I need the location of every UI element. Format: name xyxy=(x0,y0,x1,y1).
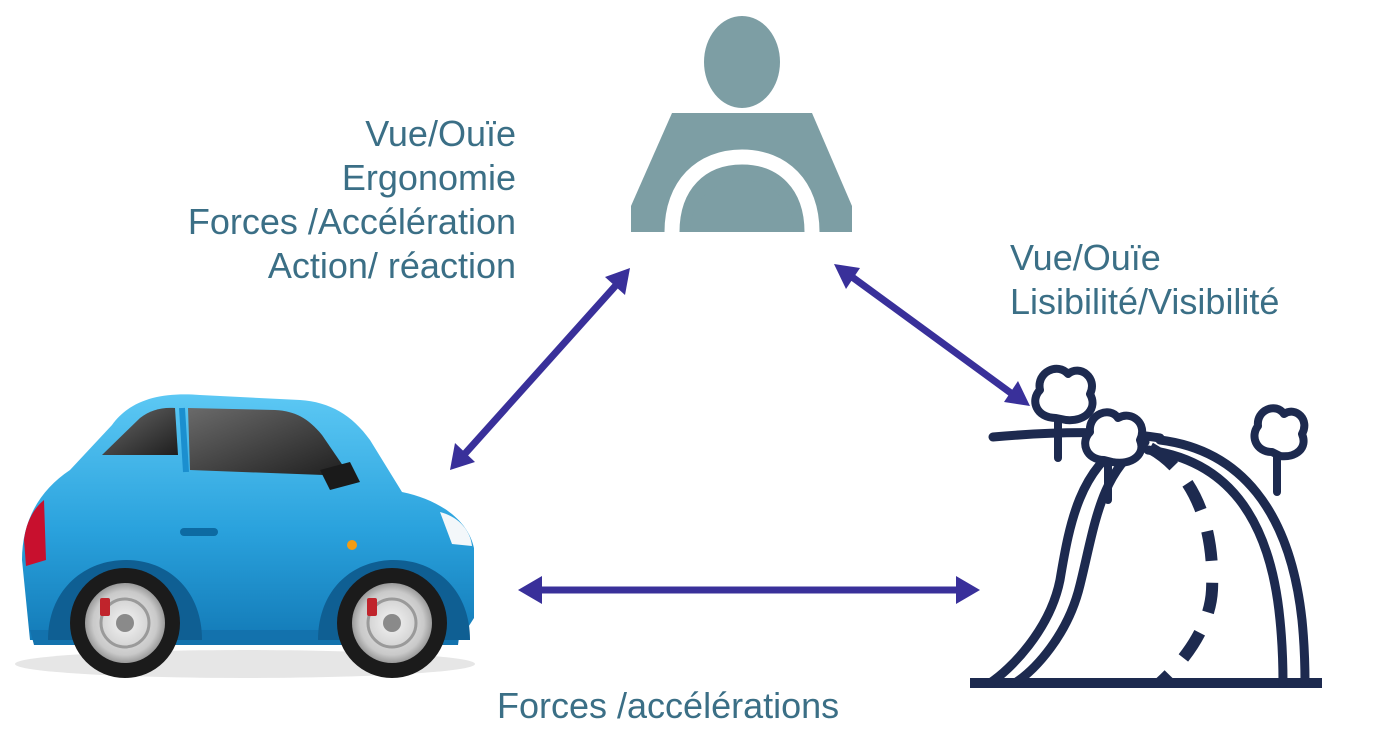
tree-icon xyxy=(1031,364,1097,462)
driver-road-label: Lisibilité/Visibilité xyxy=(1010,281,1280,322)
arrow-driver-road xyxy=(834,264,1030,406)
driver-vehicle-label: Forces /Accélération xyxy=(187,201,516,242)
tree-icon xyxy=(1081,408,1146,504)
road-icon xyxy=(970,364,1322,688)
driver-vehicle-label: Vue/Ouïe xyxy=(365,113,516,154)
driver-icon xyxy=(631,16,852,233)
vehicle-road-label: Forces /accélérations xyxy=(497,685,840,726)
driver-road-labels: Vue/Ouïe Lisibilité/Visibilité xyxy=(1010,236,1279,324)
tree-icon xyxy=(1250,404,1309,496)
car-icon xyxy=(15,394,475,678)
driver-vehicle-label: Ergonomie xyxy=(341,157,516,198)
arrow-driver-vehicle xyxy=(450,268,630,470)
arrow-vehicle-road xyxy=(518,576,980,604)
front-wheel xyxy=(337,568,447,678)
driver-vehicle-label: Action/ réaction xyxy=(267,245,516,286)
driver-vehicle-labels: Vue/Ouïe Ergonomie Forces /Accélération … xyxy=(188,112,516,288)
rear-wheel xyxy=(70,568,180,678)
driver-road-label: Vue/Ouïe xyxy=(1010,237,1161,278)
